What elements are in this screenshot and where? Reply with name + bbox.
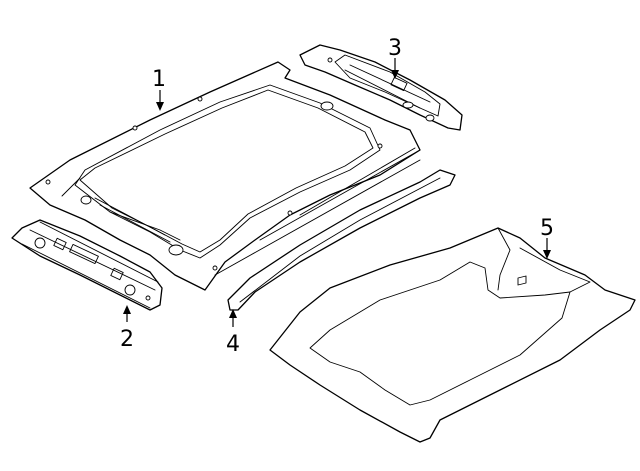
part-2-front-bow[interactable]	[11, 219, 163, 311]
callout-4: 4	[226, 309, 240, 357]
callout-4-label: 4	[226, 332, 240, 357]
callout-1: 1	[152, 67, 166, 111]
part-1-roof-frame[interactable]	[29, 61, 421, 291]
callout-1-arrow	[156, 102, 164, 111]
part-5-roof-skin[interactable]	[269, 227, 636, 443]
callout-3-label: 3	[388, 36, 402, 61]
part-4-side-strip[interactable]	[227, 169, 456, 311]
callout-1-label: 1	[152, 67, 166, 92]
part-3-rear-bow[interactable]	[299, 44, 463, 131]
callout-2-label: 2	[120, 327, 134, 352]
callout-3-arrow	[391, 70, 399, 79]
callout-3: 3	[388, 36, 402, 79]
callout-5: 5	[540, 216, 554, 259]
callout-5-label: 5	[540, 216, 554, 241]
callout-2-arrow	[123, 305, 131, 314]
callout-2: 2	[120, 305, 134, 352]
callout-5-arrow	[543, 250, 551, 259]
callout-4-arrow	[229, 309, 237, 318]
